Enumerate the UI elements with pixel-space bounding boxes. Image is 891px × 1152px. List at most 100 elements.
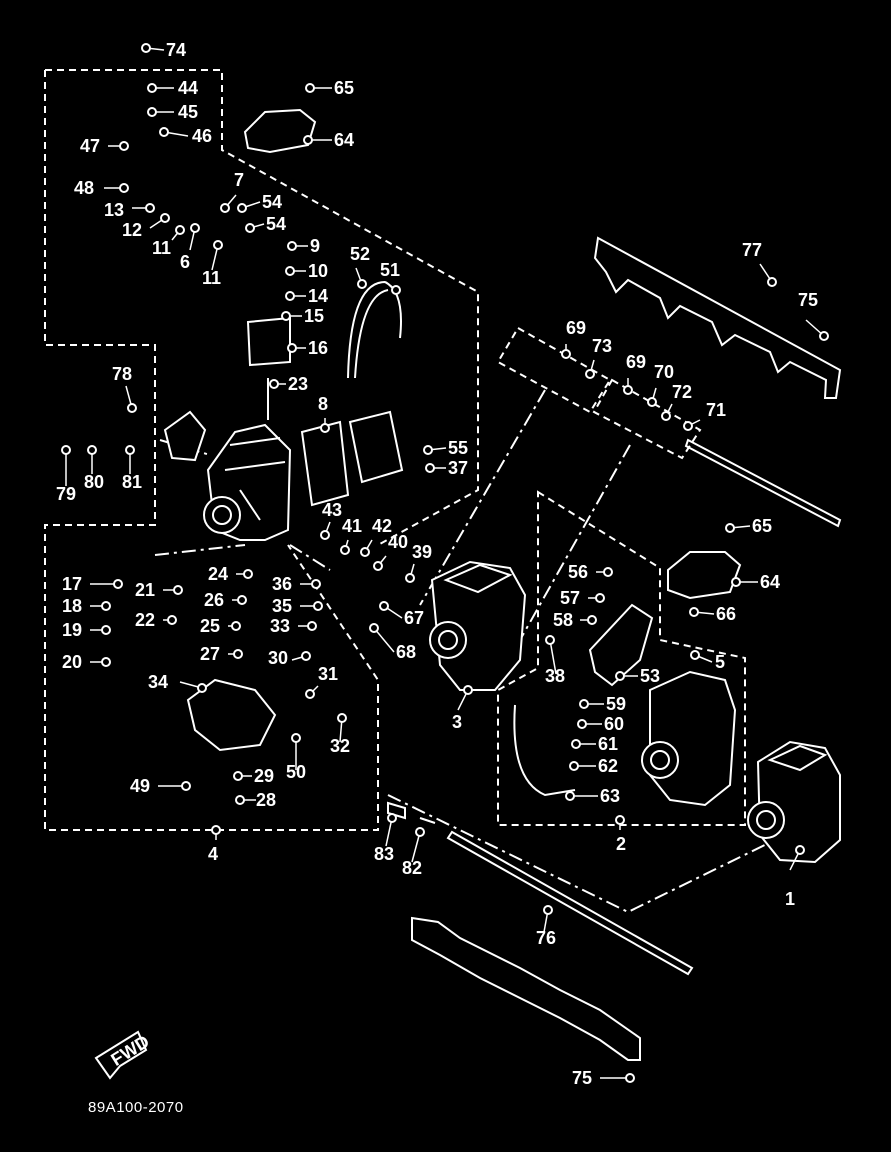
part-label-6: 6 bbox=[180, 252, 190, 272]
assembly-lines bbox=[154, 389, 776, 914]
part-marker bbox=[425, 463, 435, 473]
part-marker bbox=[305, 689, 315, 699]
part-marker bbox=[543, 905, 553, 915]
part-marker bbox=[231, 621, 241, 631]
part-label-50: 50 bbox=[286, 762, 306, 782]
part-label-66: 66 bbox=[716, 604, 736, 624]
top-cover-64-b bbox=[667, 551, 742, 600]
part-marker bbox=[320, 530, 330, 540]
part-marker bbox=[237, 595, 247, 605]
part-marker bbox=[145, 203, 155, 213]
part-marker bbox=[360, 547, 370, 557]
top-cover-64-a bbox=[243, 108, 317, 154]
part-label-32: 32 bbox=[330, 736, 350, 756]
part-label-11: 11 bbox=[152, 238, 171, 258]
part-marker bbox=[725, 523, 735, 533]
part-marker bbox=[287, 241, 297, 251]
part-labels: 1234567891011111213141516171819202122232… bbox=[56, 40, 829, 1088]
part-marker bbox=[173, 585, 183, 595]
part-marker bbox=[141, 43, 151, 53]
part-marker bbox=[647, 397, 657, 407]
part-marker bbox=[61, 445, 71, 455]
part-label-47: 47 bbox=[80, 136, 100, 156]
part-marker bbox=[373, 561, 383, 571]
part-label-8: 8 bbox=[318, 394, 328, 414]
bracket-78 bbox=[163, 410, 207, 462]
part-marker bbox=[357, 279, 367, 289]
part-marker bbox=[285, 266, 295, 276]
part-label-41: 41 bbox=[342, 516, 362, 536]
part-label-83: 83 bbox=[374, 844, 394, 864]
cable-63 bbox=[513, 704, 576, 797]
part-label-74: 74 bbox=[166, 40, 186, 60]
part-label-54: 54 bbox=[266, 214, 286, 234]
part-marker bbox=[281, 311, 291, 321]
part-label-70: 70 bbox=[654, 362, 674, 382]
part-label-39: 39 bbox=[412, 542, 432, 562]
carburetor-4-body bbox=[203, 423, 292, 541]
part-label-19: 19 bbox=[62, 620, 82, 640]
part-label-75: 75 bbox=[572, 1068, 592, 1088]
piston-16 bbox=[246, 316, 291, 367]
part-marker bbox=[819, 331, 829, 341]
part-label-16: 16 bbox=[308, 338, 328, 358]
part-marker bbox=[625, 1073, 635, 1083]
part-marker bbox=[305, 83, 315, 93]
part-label-30: 30 bbox=[268, 648, 288, 668]
part-marker bbox=[571, 739, 581, 749]
part-label-59: 59 bbox=[606, 694, 626, 714]
part-marker bbox=[220, 203, 230, 213]
part-label-5: 5 bbox=[715, 652, 725, 672]
part-marker bbox=[181, 781, 191, 791]
part-label-54: 54 bbox=[262, 192, 282, 212]
part-label-73: 73 bbox=[592, 336, 612, 356]
part-marker bbox=[159, 127, 169, 137]
part-marker bbox=[595, 593, 605, 603]
part-label-75: 75 bbox=[798, 290, 818, 310]
part-marker bbox=[579, 699, 589, 709]
part-label-35: 35 bbox=[272, 596, 292, 616]
part-marker bbox=[795, 845, 805, 855]
top-rail-bracket bbox=[593, 236, 842, 399]
part-label-20: 20 bbox=[62, 652, 82, 672]
part-marker bbox=[237, 203, 247, 213]
part-marker bbox=[269, 379, 279, 389]
part-label-25: 25 bbox=[200, 616, 220, 636]
part-label-34: 34 bbox=[148, 672, 168, 692]
part-label-23: 23 bbox=[288, 374, 308, 394]
part-marker bbox=[690, 650, 700, 660]
part-label-21: 21 bbox=[135, 580, 155, 600]
gasket-8 bbox=[300, 420, 350, 507]
part-label-10: 10 bbox=[308, 261, 328, 281]
part-marker bbox=[615, 815, 625, 825]
part-label-45: 45 bbox=[178, 102, 198, 122]
part-marker bbox=[767, 277, 777, 287]
part-marker bbox=[113, 579, 123, 589]
carburetor-1-body bbox=[747, 740, 841, 864]
part-marker bbox=[160, 213, 170, 223]
part-marker bbox=[387, 813, 397, 823]
part-label-53: 53 bbox=[640, 666, 660, 686]
part-marker bbox=[245, 223, 255, 233]
part-marker bbox=[423, 445, 433, 455]
part-marker bbox=[615, 671, 625, 681]
part-label-31: 31 bbox=[318, 664, 338, 684]
part-marker bbox=[623, 385, 633, 395]
part-label-78: 78 bbox=[112, 364, 132, 384]
rod-82-83 bbox=[387, 801, 436, 824]
part-label-69: 69 bbox=[626, 352, 646, 372]
part-label-65: 65 bbox=[752, 516, 772, 536]
part-label-82: 82 bbox=[402, 858, 422, 878]
part-marker bbox=[101, 625, 111, 635]
part-marker bbox=[243, 569, 253, 579]
part-label-12: 12 bbox=[122, 220, 142, 240]
part-marker bbox=[119, 183, 129, 193]
part-marker bbox=[101, 657, 111, 667]
part-label-46: 46 bbox=[192, 126, 212, 146]
part-marker bbox=[301, 651, 311, 661]
part-marker bbox=[147, 107, 157, 117]
part-marker bbox=[337, 713, 347, 723]
part-label-3: 3 bbox=[452, 712, 462, 732]
part-label-18: 18 bbox=[62, 596, 82, 616]
part-marker bbox=[311, 579, 321, 589]
